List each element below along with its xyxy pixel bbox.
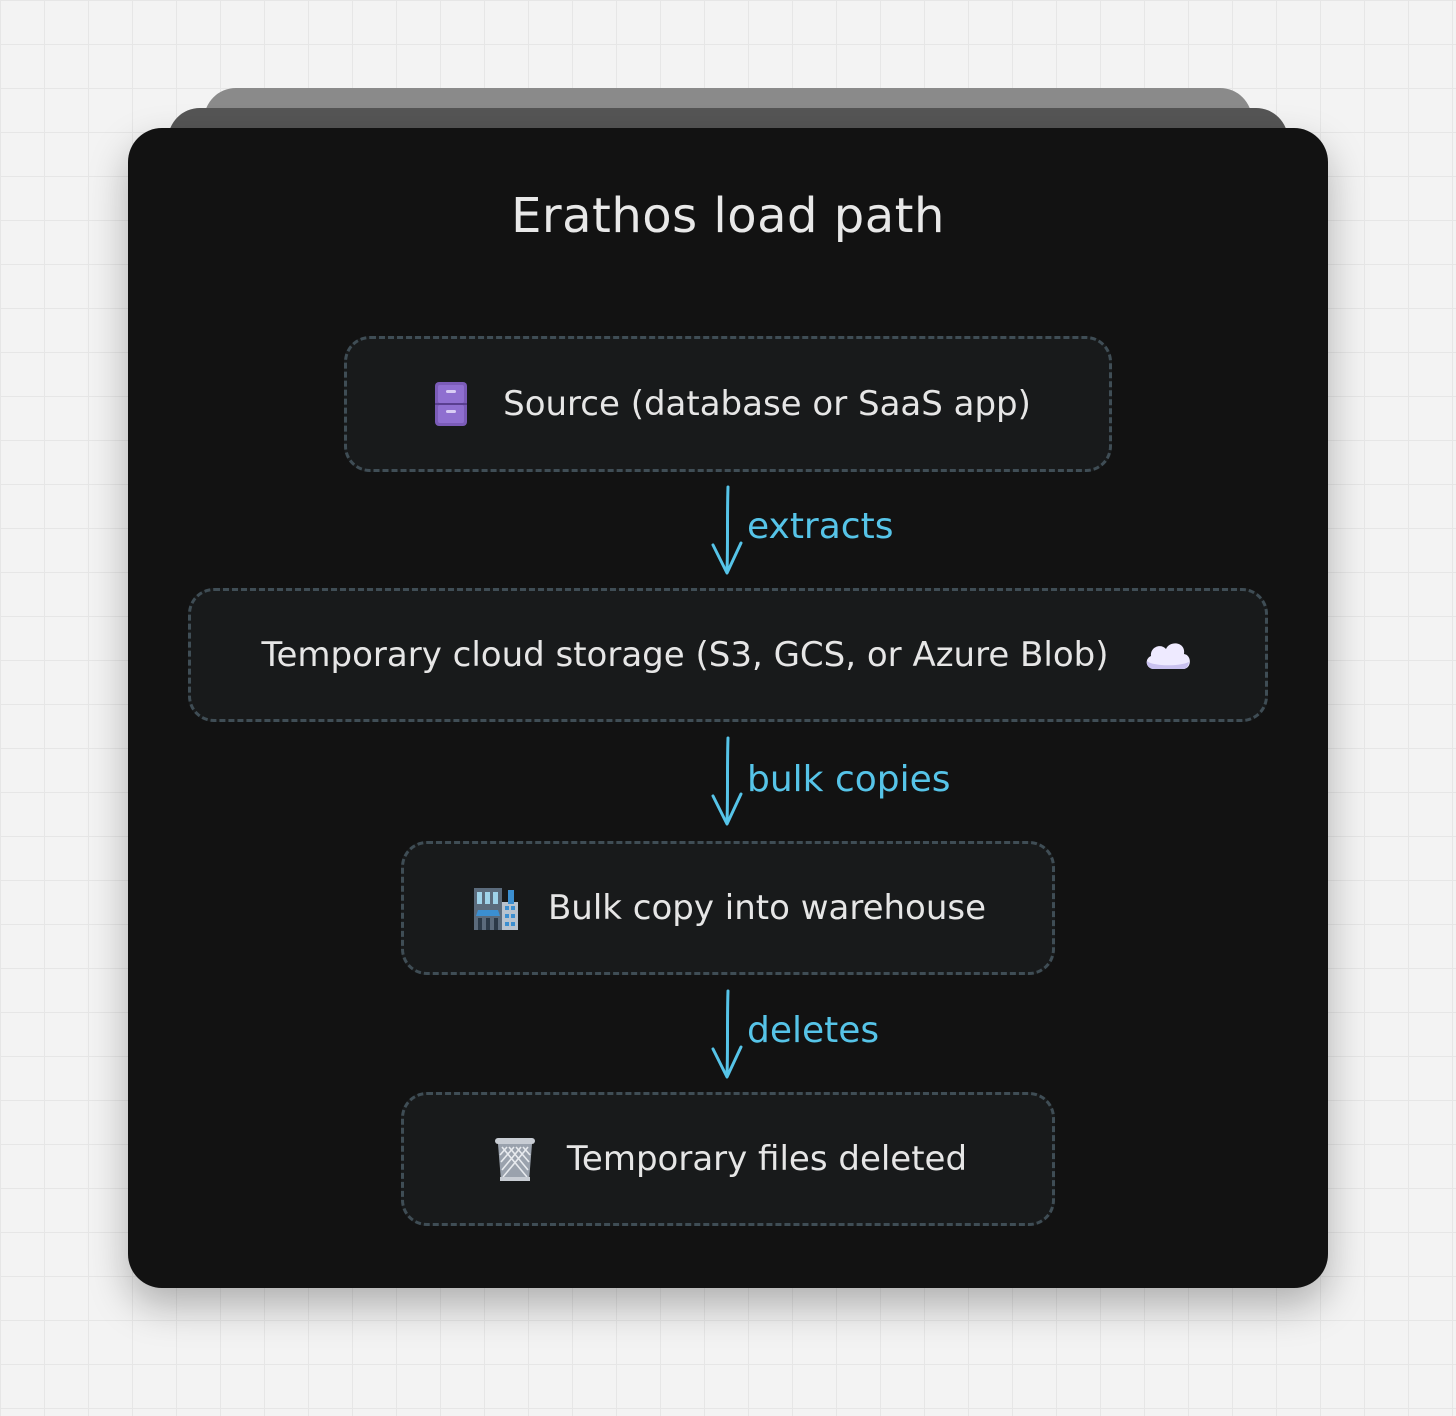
warehouse-building-icon: [473, 888, 518, 930]
edge-label-extracts: extracts: [747, 506, 894, 547]
node-bulk-copy-label: Bulk copy into warehouse: [547, 888, 987, 928]
node-source-label: Source (database or SaaS app): [503, 384, 1031, 424]
edge-label-deletes: deletes: [747, 1010, 880, 1051]
edge-arrow-extracts: [711, 485, 743, 575]
wastebasket-icon: [494, 1138, 535, 1181]
node-files-deleted[interactable]: Temporary files deleted: [401, 1092, 1055, 1226]
node-bulk-copy[interactable]: Bulk copy into warehouse: [401, 841, 1055, 975]
diagram-title: Erathos load path: [511, 188, 945, 244]
edge-arrow-deletes: [711, 989, 743, 1079]
node-source[interactable]: Source (database or SaaS app): [344, 336, 1112, 472]
cloud-icon: [1147, 643, 1191, 669]
file-cabinet-icon: [435, 382, 468, 426]
node-files-deleted-label: Temporary files deleted: [566, 1139, 968, 1179]
edge-label-bulk-copies: bulk copies: [747, 759, 951, 800]
node-storage-label: Temporary cloud storage (S3, GCS, or Azu…: [261, 635, 1109, 675]
edge-arrow-bulk-copies: [711, 736, 743, 826]
node-temporary-storage[interactable]: Temporary cloud storage (S3, GCS, or Azu…: [188, 588, 1268, 722]
